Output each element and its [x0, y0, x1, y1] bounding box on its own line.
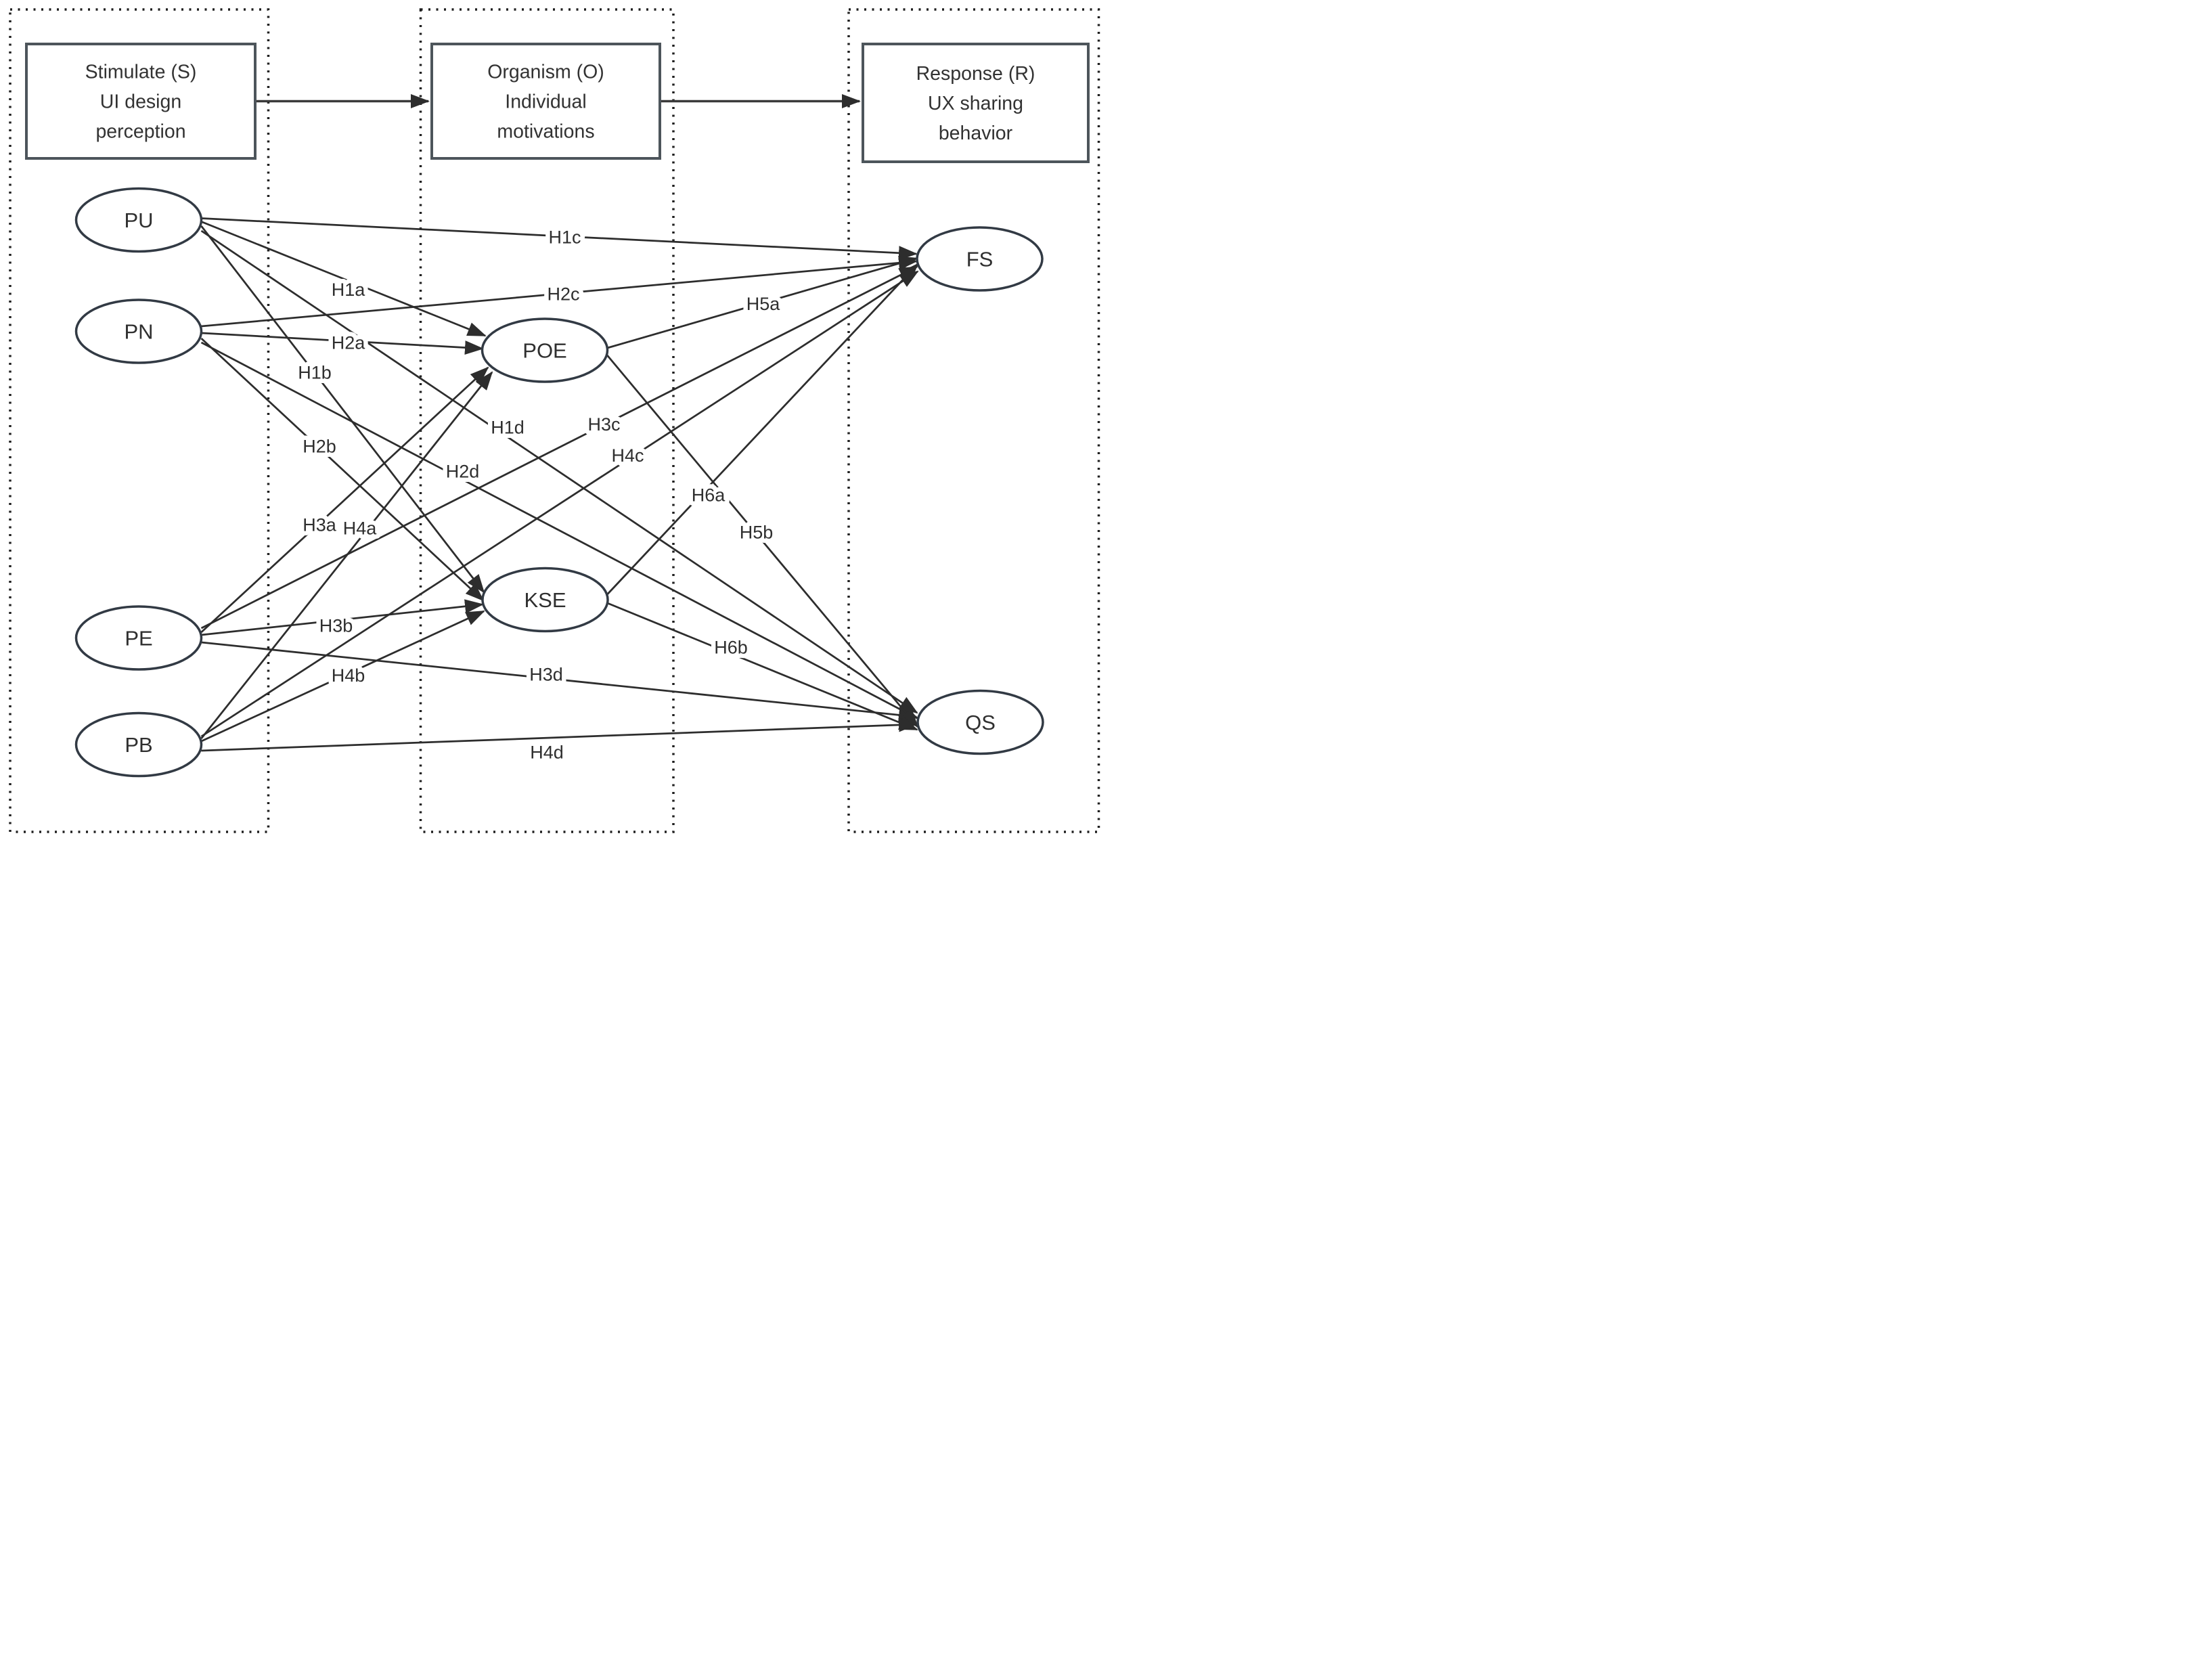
edge-H1a-line: [200, 221, 487, 337]
header-box-label-response-line1: Response (R): [916, 63, 1035, 85]
node-FS: FS: [916, 226, 1044, 292]
node-ellipse-KSE: [481, 567, 609, 633]
node-label-FS: FS: [966, 248, 994, 271]
header-box-rect-response: [862, 43, 1090, 163]
node-KSE: KSE: [481, 567, 609, 633]
edge-label-H2b: H2b: [303, 437, 336, 457]
edge-H2b-line: [200, 337, 485, 602]
node-PN: PN: [74, 299, 203, 364]
header-box-organism: Organism (O) Individual motivations: [430, 43, 661, 160]
header-box-rect-stimulate: [25, 43, 256, 160]
edge-label-H3c: H3c: [587, 414, 620, 435]
header-box-stimulate: Stimulate (S) UI design perception: [25, 43, 256, 160]
header-box-label-stimulate-line2: UI design: [100, 91, 181, 113]
node-PB: PB: [74, 711, 203, 778]
edge-label-H4a: H4a: [343, 518, 378, 539]
column-frame-stimulate: [9, 8, 270, 833]
edge-label-H1b: H1b: [298, 363, 332, 383]
node-PE: PE: [74, 605, 203, 671]
node-label-PU: PU: [124, 208, 153, 232]
header-box-label-organism-line3: motivations: [497, 121, 594, 143]
edge-label-H4c: H4c: [611, 445, 644, 466]
header-box-label-organism-line1: Organism (O): [487, 62, 604, 83]
node-label-PN: PN: [124, 320, 153, 344]
node-ellipse-FS: [916, 226, 1044, 292]
node-QS: QS: [916, 689, 1044, 755]
node-ellipse-PN: [74, 299, 203, 364]
edge-label-H2d: H2d: [446, 462, 480, 482]
node-label-POE: POE: [522, 339, 566, 363]
edge-H1c-line: [201, 217, 918, 261]
edge-label-H6b: H6b: [714, 638, 748, 658]
node-ellipse-POE: [481, 317, 609, 383]
edge-label-H3b: H3b: [319, 616, 353, 636]
edge-label-H4d: H4d: [530, 743, 564, 763]
edge-H3b-line: [201, 599, 484, 636]
node-ellipse-PE: [74, 605, 203, 671]
edge-H2d-line: [200, 341, 918, 720]
sor-model-diagram: Stimulate (S) UI design perception Organism…: [0, 0, 1104, 840]
edge-label-H3d: H3d: [529, 665, 563, 685]
edge-H4d-line: [201, 717, 918, 752]
diagram-canvas: Stimulate (S) UI design perception Organism…: [9, 8, 1100, 833]
edge-H5a-line: [607, 256, 918, 349]
edge-label-H2a: H2a: [332, 333, 366, 353]
header-box-response: Response (R) UX sharing behavior: [862, 43, 1090, 163]
edge-H2a-line: [201, 332, 484, 355]
column-frame-response: [847, 8, 1100, 833]
edge-label-H6a: H6a: [692, 485, 726, 506]
edge-H1b-line: [200, 225, 485, 594]
node-ellipse-QS: [916, 689, 1044, 755]
node-label-PB: PB: [125, 733, 152, 757]
edge-H6b-line: [606, 602, 918, 731]
node-POE: POE: [481, 317, 609, 383]
node-ellipse-PU: [74, 187, 203, 253]
edge-H3a-line: [200, 366, 489, 634]
edge-label-H3a: H3a: [303, 515, 337, 535]
edge-H2c-line: [201, 255, 918, 328]
hypothesis-labels: H1aH1bH1cH1dH2aH2bH2cH2dH3aH3bH3cH3dH4aH…: [294, 223, 785, 767]
dotted-column-frames: [9, 8, 1100, 833]
header-box-label-organism-line2: Individual: [505, 91, 586, 113]
column-frame-organism: [419, 8, 675, 833]
node-label-QS: QS: [965, 711, 996, 734]
header-box-label-stimulate-line3: perception: [95, 121, 185, 143]
header-box-label-stimulate-line1: Stimulate (S): [85, 62, 197, 83]
edge-H4a-line: [200, 371, 493, 739]
header-box-rect-organism: [430, 43, 661, 160]
edge-label-H1d: H1d: [491, 418, 525, 438]
node-label-PE: PE: [125, 627, 152, 650]
construct-nodes: PU PN PE PB POE KSE FS QS: [74, 187, 1044, 778]
edge-label-H2c: H2c: [547, 284, 579, 305]
edge-H4c-line: [200, 270, 919, 738]
node-ellipse-PB: [74, 711, 203, 778]
edge-H3c-line: [200, 265, 918, 629]
edge-label-H5b: H5b: [740, 523, 774, 543]
edge-H4b-line: [200, 610, 485, 743]
header-box-label-response-line2: UX sharing: [928, 93, 1023, 114]
edge-H1d-line: [200, 229, 918, 714]
edge-label-H4b: H4b: [332, 665, 365, 686]
node-label-KSE: KSE: [524, 588, 566, 612]
edge-H6a-line: [606, 263, 919, 596]
header-box-label-response-line3: behavior: [939, 123, 1013, 144]
header-boxes: Stimulate (S) UI design perception Organism…: [25, 43, 1090, 163]
edge-H5b-line: [606, 354, 919, 728]
edge-label-H5a: H5a: [746, 294, 781, 314]
edge-label-H1a: H1a: [332, 280, 366, 300]
node-PU: PU: [74, 187, 203, 253]
edge-label-H1c: H1c: [548, 227, 581, 248]
hypothesis-arrows: [200, 217, 919, 752]
edge-H3d-line: [201, 641, 918, 722]
